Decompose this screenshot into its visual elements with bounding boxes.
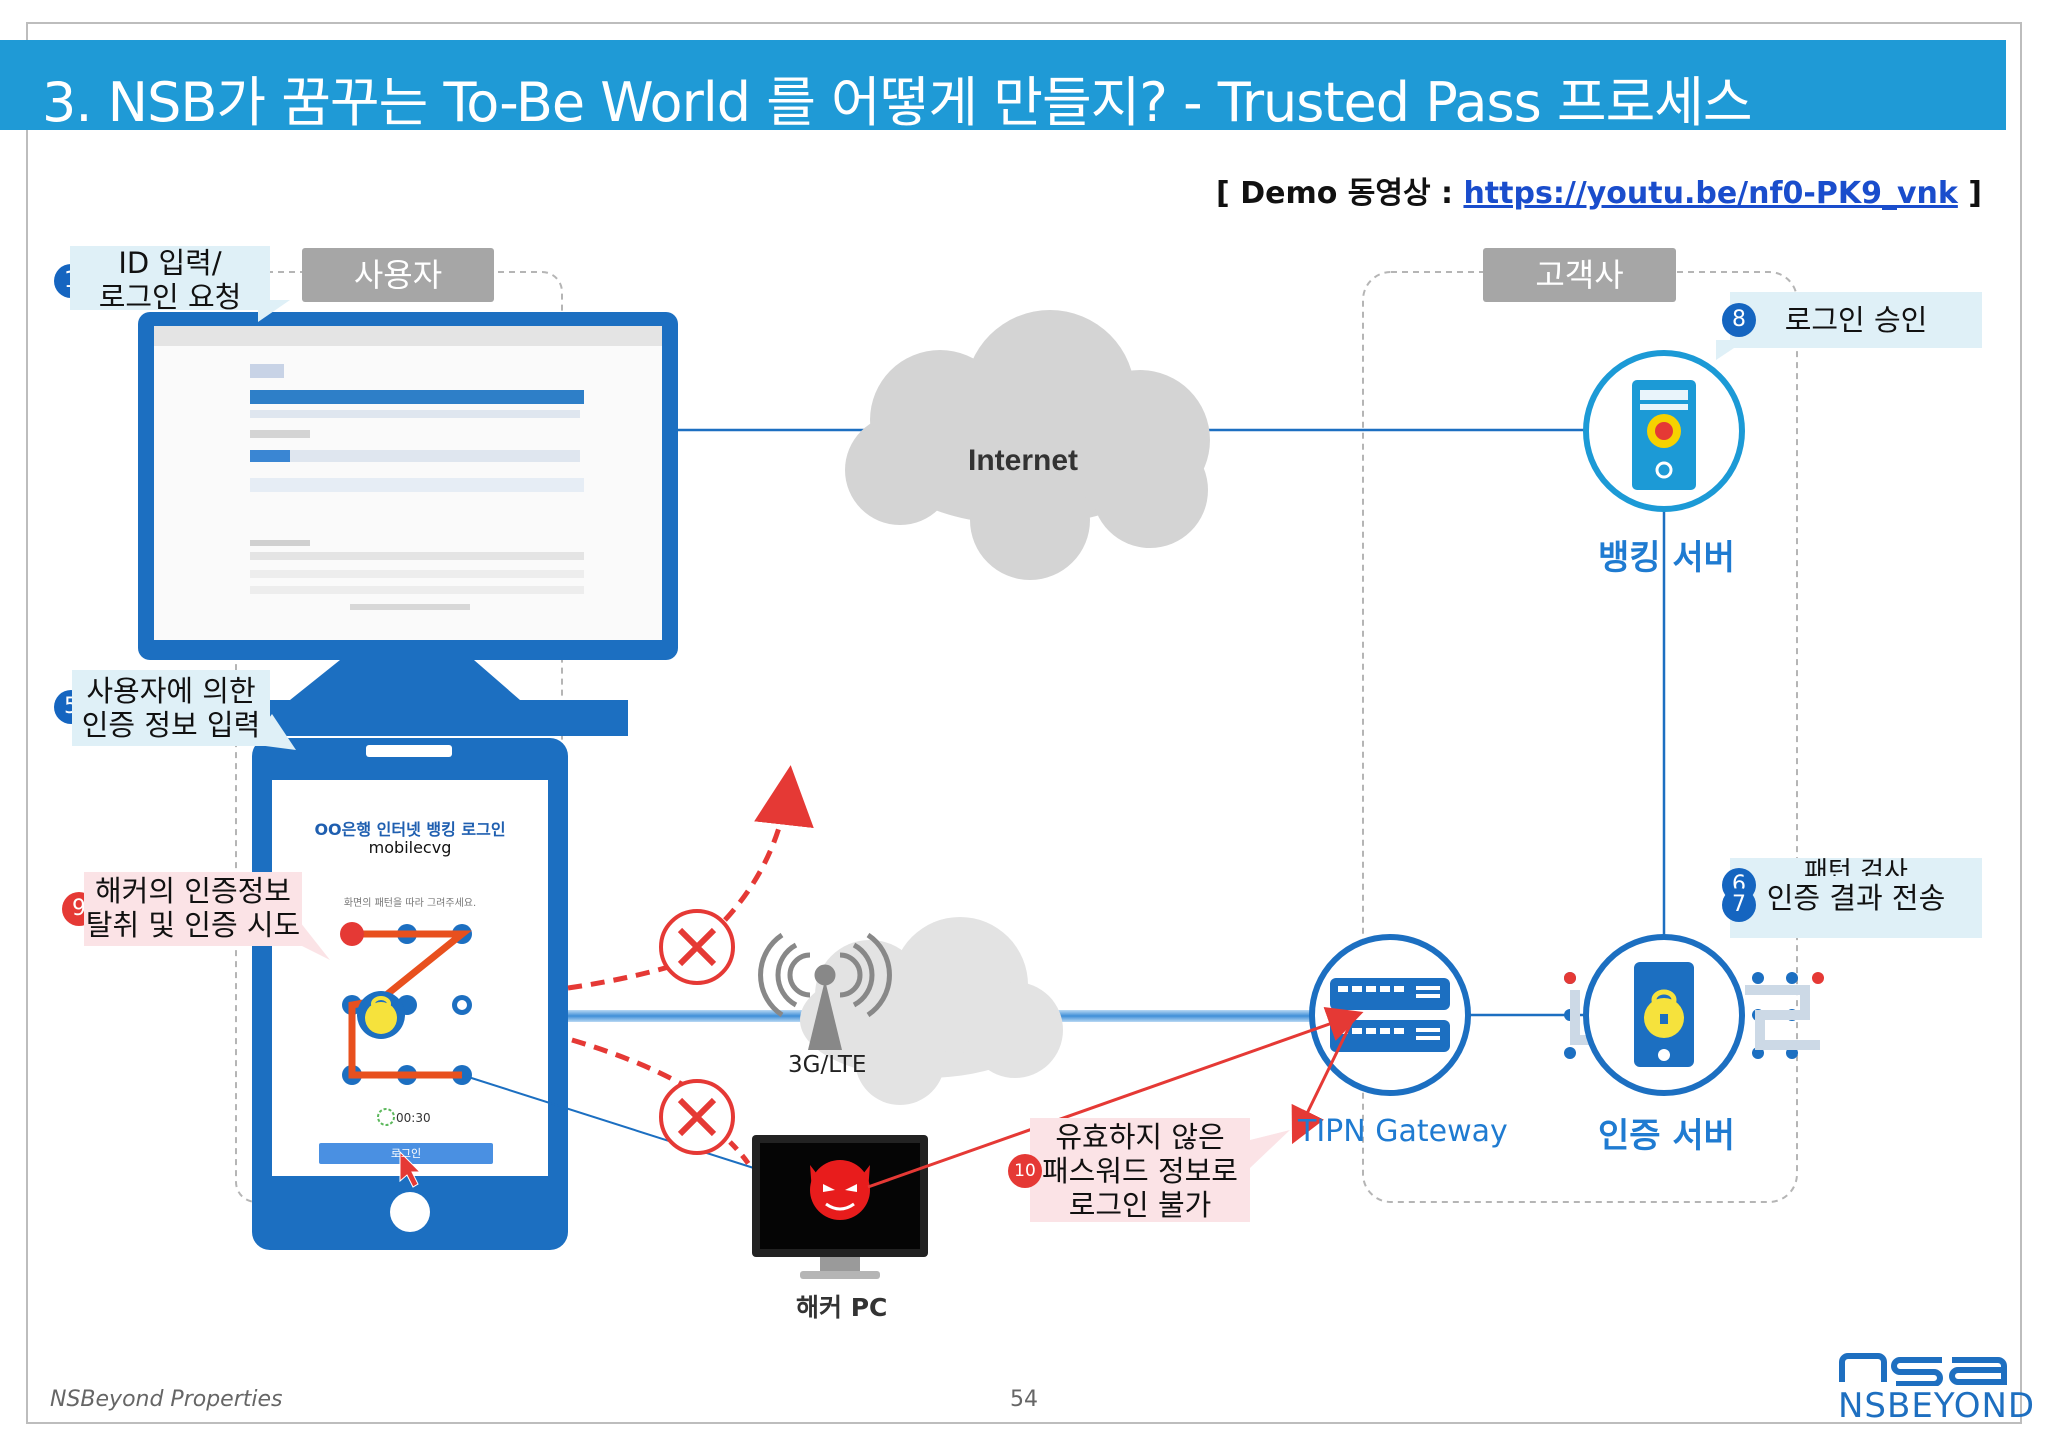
mobile-cloud — [800, 917, 1063, 1105]
phone-timer: 00:30 — [396, 1111, 431, 1125]
callout-9-line1: 해커의 인증정보 — [95, 874, 291, 908]
gateway-label: TIPN Gateway — [1298, 1114, 1508, 1149]
callout-login-denied: 유효하지 않은 패스워드 정보로 로그인 불가 — [1030, 1118, 1250, 1222]
title-bar — [0, 40, 2006, 130]
user-smartphone — [252, 738, 568, 1250]
page-number: 54 — [1010, 1387, 1038, 1412]
callout-5-line2: 인증 정보 입력 — [81, 708, 261, 742]
blocked-x-icon-2 — [659, 1079, 735, 1155]
attack-path-1-arrow — [723, 765, 814, 922]
phone-hacker-line — [461, 1074, 761, 1171]
hacker-pc-label: 해커 PC — [796, 1293, 888, 1322]
nsb-logo-text: NSBEYOND — [1838, 1386, 2036, 1426]
callout-7-label: 인증 결과 전송 — [1766, 881, 1946, 915]
user-zone-tag: 사용자 — [302, 248, 494, 302]
demo-video-line: [ Demo 동영상 : https://youtu.be/nf0-PK9_vn… — [1216, 168, 1982, 212]
callout-5-line1: 사용자에 의한 — [86, 674, 256, 708]
blocked-x-icon-1 — [659, 909, 735, 985]
customer-zone-tag: 고객사 — [1483, 248, 1676, 302]
callout-1-line1: ID 입력/ — [118, 246, 222, 280]
phone-bank-title: OO은행 인터넷 뱅킹 로그인 — [314, 820, 506, 839]
callout-id-login: ID 입력/ 로그인 요청 — [70, 246, 270, 314]
callout-auth-input: 사용자에 의한 인증 정보 입력 — [72, 670, 270, 746]
cell-tower-icon — [758, 932, 892, 1050]
user-monitor — [138, 312, 678, 736]
step-badge-10: 10 — [1008, 1154, 1042, 1188]
banking-server-icon — [1583, 350, 1745, 512]
internet-cloud — [845, 310, 1210, 580]
callout-1-line2: 로그인 요청 — [98, 280, 242, 314]
phone-instruction: 화면의 패턴을 따라 그려주세요. — [343, 898, 477, 909]
step-badge-7: 7 — [1722, 888, 1756, 922]
callout-login-approval: 로그인 승인 — [1730, 292, 1982, 348]
auth-server-label: 인증 서버 — [1598, 1116, 1735, 1156]
internet-label: Internet — [968, 444, 1079, 477]
demo-suffix: ] — [1957, 176, 1982, 211]
hacker-to-gateway-arrow — [867, 1007, 1364, 1189]
callout-10-line2: 패스워드 정보로 — [1042, 1154, 1238, 1188]
slide-title: 3. NSB가 꿈꾸는 To-Be World 를 어떻게 만들지? - Tru… — [42, 71, 1753, 134]
demo-prefix: [ Demo 동영상 : — [1216, 176, 1464, 211]
mobile-network-label: 3G/LTE — [788, 1052, 867, 1078]
demo-video-link[interactable]: https://youtu.be/nf0-PK9_vnk — [1463, 176, 1958, 211]
callout-6-label: 패턴 검사 — [1804, 858, 1908, 876]
banking-server-label: 뱅킹 서버 — [1598, 538, 1735, 578]
pattern-grid — [340, 922, 472, 1085]
callout-pointer-10 — [1250, 1130, 1290, 1168]
callout-10-line1: 유효하지 않은 — [1055, 1120, 1225, 1154]
phone-login-button[interactable]: 로그인 — [390, 1147, 422, 1160]
phone-user-id: mobilecvg — [368, 838, 452, 857]
gateway-reject-arrow — [1291, 1014, 1357, 1145]
gateway-icon — [1309, 934, 1471, 1096]
callout-pattern-result: 패턴 검사 인증 결과 전송 — [1730, 858, 1982, 938]
nsb-logo-mark — [1839, 1353, 2007, 1386]
step-badge-8: 8 — [1722, 303, 1756, 337]
auth-server-icon — [1564, 934, 1824, 1096]
hacker-pc-icon — [752, 1135, 928, 1279]
callout-10-line3: 로그인 불가 — [1068, 1188, 1212, 1222]
attack-path-2b — [728, 1140, 753, 1168]
callout-9-line2: 탈취 및 인증 시도 — [85, 908, 301, 942]
footer-company: NSBeyond Properties — [50, 1387, 283, 1412]
callout-hacker-attempt: 해커의 인증정보 탈취 및 인증 시도 — [84, 872, 302, 946]
slide-frame — [26, 22, 2022, 1424]
